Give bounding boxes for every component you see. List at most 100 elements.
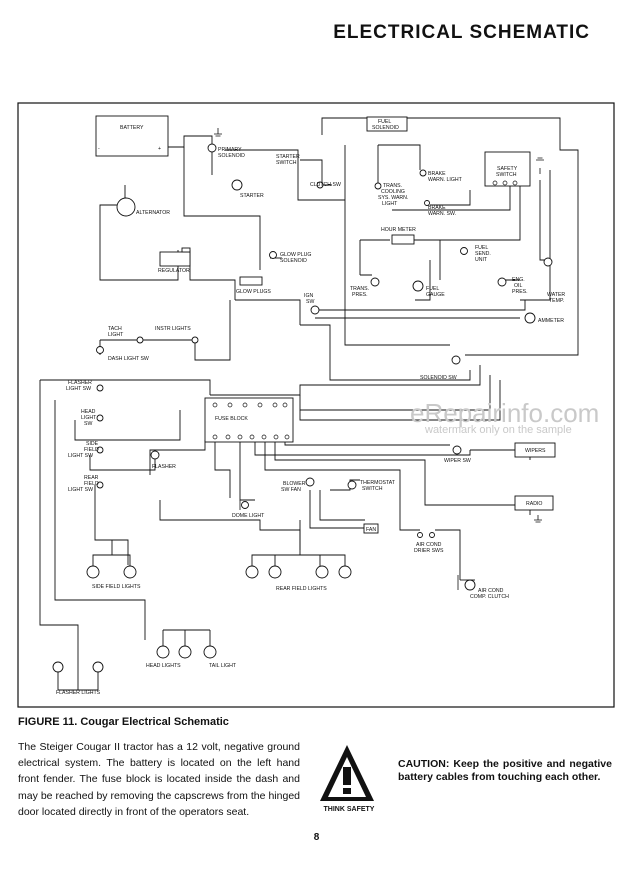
air-cond-comp-clutch-label-1: AIR COND — [478, 588, 504, 594]
fuel-gauge-label-2: GAUGE — [426, 292, 445, 298]
fuel-send-unit-label-2: SEND. — [475, 251, 491, 257]
ground-symbols — [214, 128, 544, 590]
rear-field-light-sw-label-2: FIELD — [84, 481, 99, 487]
side-field-light-sw-label-3: LIGHT SW — [68, 453, 93, 459]
fuse-block-box — [204, 397, 294, 443]
fuel-gauge-label-1: FUEL — [426, 286, 439, 292]
starter-switch-label-2: SWITCH — [276, 160, 297, 166]
regulator-body — [181, 247, 191, 253]
instr-lights-label: INSTR LIGHTS — [155, 326, 191, 332]
head-light-sw-label-1: HEAD — [81, 409, 96, 415]
trans-cooling-label-2: COOLING — [381, 189, 405, 195]
primary-solenoid-label-1: PRIMARY — [218, 147, 242, 153]
trans-pres-label-2: PRES. — [352, 292, 368, 298]
watermark-sub: watermark only on the sample — [425, 424, 572, 436]
primary-solenoid-label-2: SOLENOID — [218, 153, 245, 159]
fuel-solenoid-label-2: SOLENOID — [372, 125, 399, 131]
fuse-terminals — [212, 180, 518, 440]
body-text: The Steiger Cougar II tractor has a 12 v… — [18, 741, 300, 818]
page-number: 8 — [313, 832, 320, 843]
fuse-block-label: FUSE BLOCK — [215, 416, 248, 422]
battery-minus: - — [98, 146, 100, 152]
brake-warn-light-label-1: BRAKE — [428, 171, 446, 177]
trans-cooling-label-3: SYS. WARN. — [378, 195, 408, 201]
flasher-light-1 — [52, 661, 64, 673]
tach-light-label-2: LIGHT — [108, 332, 124, 338]
side-field-lights-label: SIDE FIELD LIGHTS — [92, 584, 141, 590]
component-symbols — [52, 143, 553, 673]
tail-light — [203, 645, 217, 659]
starter-label: STARTER — [240, 193, 264, 199]
fuel-solenoid-label-1: FUEL — [378, 119, 391, 125]
flasher-light-sw-label-2: LIGHT SW — [66, 386, 91, 392]
head-light-sw-label-2: LIGHT — [81, 415, 97, 421]
ammeter-label: AMMETER — [538, 318, 564, 324]
alternator-label: ALTERNATOR — [136, 210, 170, 216]
battery-plus: + — [158, 146, 161, 152]
brake-warn-sw-label-1: BRAKE — [428, 205, 446, 211]
water-temp-label-2: TEMP. — [549, 298, 564, 304]
wipers-label: WIPERS — [525, 448, 546, 454]
wipers-box — [514, 442, 556, 458]
side-field-light-sw-label-1: SIDE — [86, 441, 99, 447]
trans-cooling-label-4: LIGHT — [382, 201, 398, 207]
regulator-box — [159, 251, 191, 267]
head-lights-label: HEAD LIGHTS — [146, 663, 181, 669]
dash-light-sw-label: DASH LIGHT SW — [108, 356, 149, 362]
rear-field-light-1 — [245, 565, 259, 579]
fuel-solenoid-box — [366, 116, 408, 132]
flasher-lights-label: FLASHER LIGHTS — [56, 690, 101, 696]
safety-switch-box — [484, 151, 531, 187]
rear-field-light-sw-label-3: LIGHT SW — [68, 487, 93, 493]
watermark: eRepairinfo.com — [410, 398, 600, 428]
water-temp-label-1: WATER — [547, 292, 565, 298]
rear-field-lights-label: REAR FIELD LIGHTS — [276, 586, 327, 592]
figure-caption: FIGURE 11. Cougar Electrical Schematic — [18, 716, 229, 728]
rear-field-light-2 — [268, 565, 282, 579]
think-safety-badge: THINK SAFETY — [323, 806, 375, 813]
brake-warn-sw-label-2: WARN. SW. — [428, 211, 456, 217]
rear-field-light-3 — [315, 565, 329, 579]
battery-label: BATTERY — [120, 125, 144, 131]
head-light-2 — [178, 645, 192, 659]
tail-light-label: TAIL LIGHT — [209, 663, 237, 669]
air-cond-drier-sws-label-1: AIR COND — [416, 542, 442, 548]
glow-plug-solenoid-label-1: GLOW PLUG — [280, 252, 311, 258]
trans-cooling-label-1: TRANS. — [383, 183, 402, 189]
brake-warn-light-label-2: WARN. LIGHT — [428, 177, 463, 183]
warning-triangle-icon — [320, 745, 374, 801]
radio-box — [514, 495, 554, 511]
ign-sw-label-2: SW — [306, 299, 314, 305]
battery-box — [95, 115, 169, 157]
side-field-light-sw-label-2: FIELD — [84, 447, 99, 453]
head-light-1 — [156, 645, 170, 659]
fan-box — [363, 523, 379, 534]
eng-oil-pres-label-1: ENG. — [512, 277, 525, 283]
schematic-frame — [17, 102, 615, 708]
trans-pres-label-1: TRANS. — [350, 286, 369, 292]
hour-meter-box — [391, 234, 415, 245]
glow-plug-solenoid-label-2: SOLENOID — [280, 258, 307, 264]
blower-sw-fan-label-1: BLOWER — [283, 481, 306, 487]
safety-switch-label-1: SAFETY — [497, 166, 518, 172]
tach-light-label-1: TACH — [108, 326, 122, 332]
glow-plugs-box — [239, 276, 263, 286]
side-field-light-1 — [86, 565, 100, 579]
eng-oil-pres-label-2: OIL — [514, 283, 522, 289]
flasher-light-sw-label-1: FLASHER — [68, 380, 92, 386]
ign-sw-label-1: IGN — [304, 293, 313, 299]
component-boxes — [95, 115, 556, 534]
fan-label: FAN — [366, 527, 376, 533]
solenoid-sw-label: SOLENOID SW — [420, 375, 457, 381]
rear-field-light-4 — [338, 565, 352, 579]
radio-label: RADIO — [526, 501, 542, 507]
schematic-labels: BATTERY - + PRIMARY SOLENOID STARTER SWI… — [56, 119, 565, 696]
alternator-symbol — [116, 197, 136, 217]
wiper-sw-label: WIPER SW — [444, 458, 471, 464]
glow-plugs-label: GLOW PLUGS — [236, 289, 271, 295]
thermostat-switch-label-1: THERMOSTAT — [360, 480, 396, 486]
page-title: ELECTRICAL SCHEMATIC — [333, 22, 590, 43]
rear-field-light-sw-label-1: REAR — [84, 475, 99, 481]
fuel-send-unit-label-1: FUEL — [475, 245, 488, 251]
